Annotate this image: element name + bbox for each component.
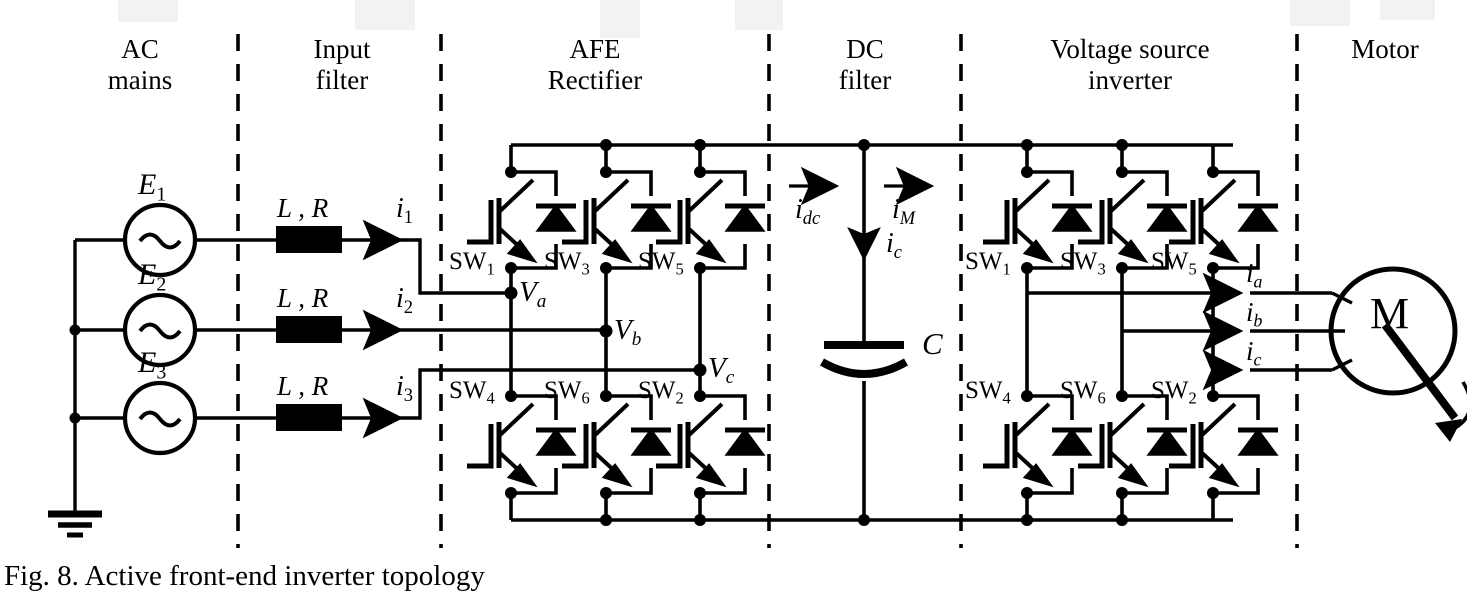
current-label-ic: ic	[886, 228, 902, 262]
ground-icon	[48, 510, 102, 538]
switch-label-inv-sw4: SW4	[965, 377, 1011, 408]
node-dot	[69, 412, 81, 424]
dc-current-arrows	[789, 166, 935, 261]
section-header-motor: Motor	[1320, 34, 1450, 65]
impedance-block-group	[276, 226, 342, 431]
inverter-switch-sw5	[1169, 170, 1278, 270]
switch-label-rect-sw1: SW1	[449, 248, 495, 279]
inverter-switch-sw4	[983, 394, 1092, 495]
source-label-e2: E2	[138, 258, 167, 296]
rectifier-switch-sw2	[656, 394, 765, 495]
filter-label-lr-1: L , R	[277, 193, 329, 223]
section-header-line2: filter	[838, 65, 892, 95]
current-label-ic-motor: ic	[1246, 336, 1262, 370]
motor-label-m: M	[1370, 289, 1410, 338]
rectifier-switch-sw6	[562, 394, 671, 495]
section-header-afe-rectifier: AFE Rectifier	[470, 34, 720, 96]
watermark-block	[735, 0, 783, 30]
switch-label-inv-sw3: SW3	[1060, 248, 1106, 279]
watermark-block	[118, 0, 178, 22]
switch-label-inv-sw6: SW6	[1060, 377, 1106, 408]
switch-label-rect-sw3: SW3	[544, 248, 590, 279]
motor-output-wires	[1027, 272, 1353, 391]
current-label-i1: i1	[396, 193, 414, 227]
dc-link-capacitor	[820, 341, 908, 378]
switch-label-rect-sw5: SW5	[638, 248, 684, 279]
filter-label-lr-3: L , R	[277, 371, 329, 401]
node-label-va: Va	[519, 276, 547, 313]
section-header-line1: Voltage source	[1050, 34, 1210, 64]
current-label-i3: i3	[396, 371, 414, 405]
figure-caption: Fig. 8. Active front-end inverter topolo…	[4, 560, 485, 592]
inverter-switch-sw3	[1078, 170, 1187, 270]
section-header-line1: AC	[121, 34, 159, 64]
source-label-e1: E1	[138, 168, 167, 206]
section-header-line2: mains	[107, 65, 173, 95]
switch-label-inv-sw1: SW1	[965, 248, 1011, 279]
section-header-line1: Input	[313, 34, 371, 64]
impedance-block	[276, 404, 342, 431]
phase-routing	[400, 238, 700, 420]
inverter-switch-sw6	[1078, 394, 1187, 495]
node-dot	[69, 324, 81, 336]
capacitor-label-c: C	[922, 326, 943, 361]
current-label-ib: ib	[1246, 297, 1263, 331]
section-header-ac-mains: AC mains	[60, 34, 220, 96]
motor-symbol	[1328, 266, 1467, 442]
node-label-vc: Vc	[708, 352, 735, 389]
section-header-line1: DC	[846, 34, 884, 64]
watermark-block	[355, 0, 415, 30]
current-label-idc: idc	[795, 194, 821, 228]
impedance-block	[276, 316, 342, 343]
switch-label-rect-sw6: SW6	[544, 377, 590, 408]
section-header-line2: inverter	[1088, 65, 1172, 95]
watermark-block	[1380, 0, 1435, 20]
rectifier-switch-sw4	[467, 394, 576, 495]
section-header-input-filter: Input filter	[262, 34, 422, 96]
impedance-block	[276, 226, 342, 253]
inverter-switch-sw1	[983, 170, 1092, 270]
current-label-i2: i2	[396, 283, 414, 317]
section-header-line1: Motor	[1351, 34, 1419, 64]
current-label-ia: ia	[1246, 258, 1263, 292]
bus-node-dots	[505, 139, 1219, 526]
section-header-dc-filter: DC filter	[790, 34, 940, 96]
watermark-block	[1290, 0, 1350, 26]
node-dot-vb	[599, 324, 613, 338]
node-dot-va	[504, 286, 518, 300]
node-label-vb: Vb	[614, 314, 642, 351]
section-divider-group	[236, 34, 1299, 548]
watermark-block	[600, 0, 640, 38]
rectifier-switch-sw5	[656, 170, 765, 270]
rectifier-switch-sw3	[562, 170, 671, 270]
rectifier-switch-sw1	[467, 170, 576, 270]
section-header-line1: AFE	[569, 34, 621, 64]
ac-mains-group	[73, 202, 272, 512]
inverter-switch-sw2	[1169, 394, 1278, 495]
filter-label-lr-2: L , R	[277, 283, 329, 313]
switch-label-inv-sw2: SW2	[1151, 377, 1197, 408]
input-filter-group	[272, 238, 360, 420]
node-dot-vc	[693, 363, 707, 377]
switch-label-rect-sw2: SW2	[638, 377, 684, 408]
line-current-arrows	[360, 219, 404, 439]
section-header-line2: filter	[315, 65, 369, 95]
switch-label-rect-sw4: SW4	[449, 377, 495, 408]
section-header-vsi: Voltage source inverter	[985, 34, 1275, 96]
current-label-im: iM	[892, 194, 916, 228]
source-label-e3: E3	[138, 346, 167, 384]
switch-label-inv-sw5: SW5	[1151, 248, 1197, 279]
section-header-line2: Rectifier	[547, 65, 643, 95]
